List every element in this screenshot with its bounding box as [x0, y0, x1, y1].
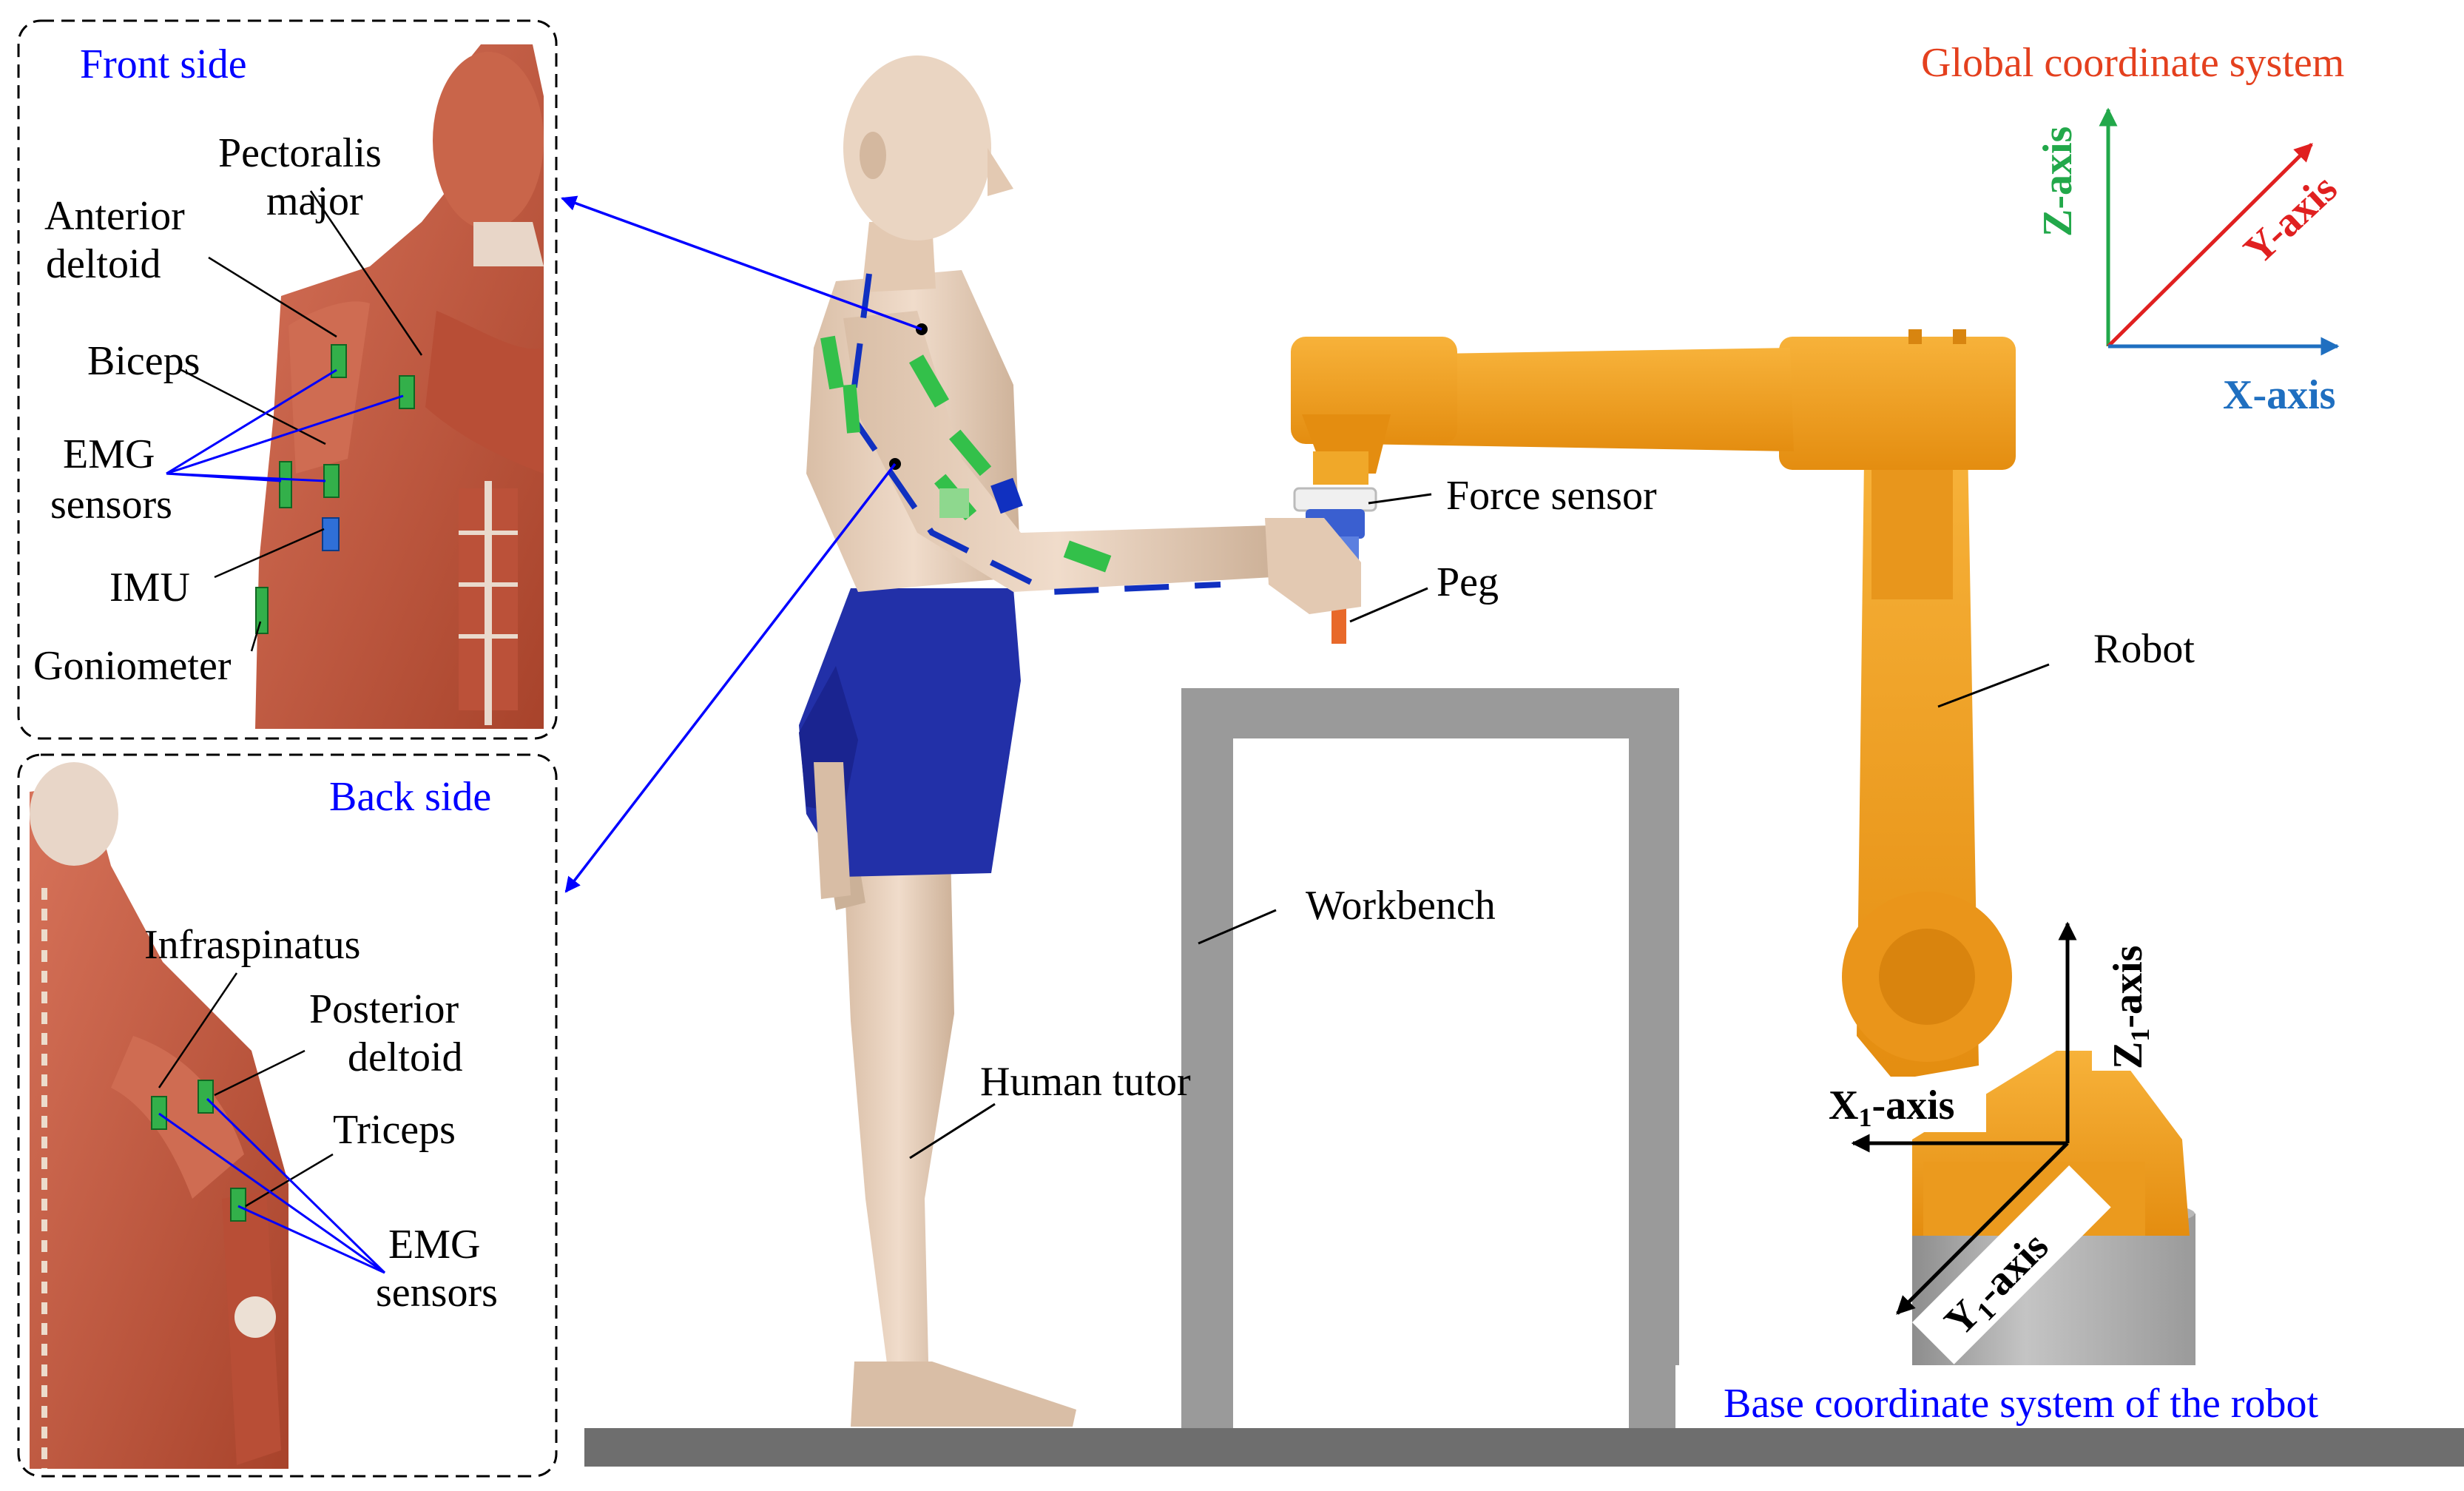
- goniometer-sensor: [255, 587, 269, 634]
- label-peg: Peg: [1437, 559, 1499, 605]
- global-y-axis-label: Y-axis: [2235, 166, 2346, 274]
- label-biceps: Biceps: [87, 338, 200, 384]
- label-robot: Robot: [2093, 626, 2195, 672]
- arrow-to-back-panel: [564, 462, 897, 893]
- label-emg-back-1: EMG: [388, 1222, 480, 1268]
- label-force-sensor: Force sensor: [1446, 473, 1657, 519]
- arrow-to-front-panel: [561, 195, 922, 331]
- label-anterior-1: Anterior: [44, 193, 185, 239]
- emg-sensor-infraspinatus: [151, 1096, 167, 1130]
- leader-peg: [1349, 587, 1428, 623]
- global-z-axis-label: Z-axis: [2035, 127, 2081, 237]
- label-emg-back-2: sensors: [376, 1270, 498, 1316]
- robot: [1291, 329, 2195, 1365]
- emg-sensor-anterior-deltoid: [331, 344, 347, 378]
- front-panel-title: Front side: [80, 41, 247, 87]
- leader-human-tutor: [909, 1103, 996, 1160]
- label-anterior-2: deltoid: [46, 241, 161, 287]
- label-pectoralis-2: major: [266, 178, 363, 224]
- leader-workbench: [1198, 909, 1277, 945]
- emg-sensor-triceps: [230, 1188, 246, 1222]
- leader-robot: [1937, 663, 2050, 708]
- label-human-tutor: Human tutor: [980, 1059, 1191, 1105]
- global-cs-title: Global coordinate system: [1921, 40, 2344, 86]
- label-goniometer: Goniometer: [33, 643, 232, 689]
- label-emg-1: EMG: [63, 431, 155, 477]
- back-panel: Back side Infraspinatus Posterior deltoi…: [17, 753, 558, 1478]
- imu-sensor: [322, 517, 340, 551]
- emg-sensor-biceps-2: [323, 464, 340, 498]
- leader-force-sensor: [1368, 493, 1432, 505]
- label-workbench: Workbench: [1306, 883, 1496, 929]
- emg-sensor-biceps-1: [279, 461, 292, 508]
- back-panel-title: Back side: [329, 774, 491, 820]
- base-y-axis-arrow: [1896, 1142, 2069, 1315]
- base-coordinate-system: Z1-axis X1-axis Y1-axis Base coordinate …: [1675, 919, 2464, 1428]
- label-infraspinatus: Infraspinatus: [144, 922, 360, 968]
- emg-sensor-pectoralis: [399, 375, 415, 409]
- label-triceps: Triceps: [333, 1107, 456, 1153]
- label-emg-2: sensors: [50, 482, 172, 528]
- label-pectoralis-1: Pectoralis: [218, 130, 382, 176]
- base-z-axis-label: Z1-axis: [2105, 946, 2155, 1069]
- label-posterior-1: Posterior: [309, 986, 459, 1032]
- base-cs-title: Base coordinate system of the robot: [1724, 1381, 2318, 1427]
- global-x-axis-label: X-axis: [2223, 372, 2335, 418]
- base-x-axis-label: X1-axis: [1829, 1083, 1954, 1132]
- front-panel: Front side Pectoralis major Anterior del…: [17, 19, 558, 740]
- floor: [584, 1428, 2464, 1467]
- label-posterior-2: deltoid: [348, 1034, 463, 1080]
- human-tutor-figure: [799, 55, 1361, 1427]
- workbench: [1181, 688, 1679, 1428]
- emg-sensor-posterior-deltoid: [198, 1080, 214, 1114]
- global-y-axis-arrow: [2107, 143, 2313, 348]
- label-imu: IMU: [109, 565, 190, 610]
